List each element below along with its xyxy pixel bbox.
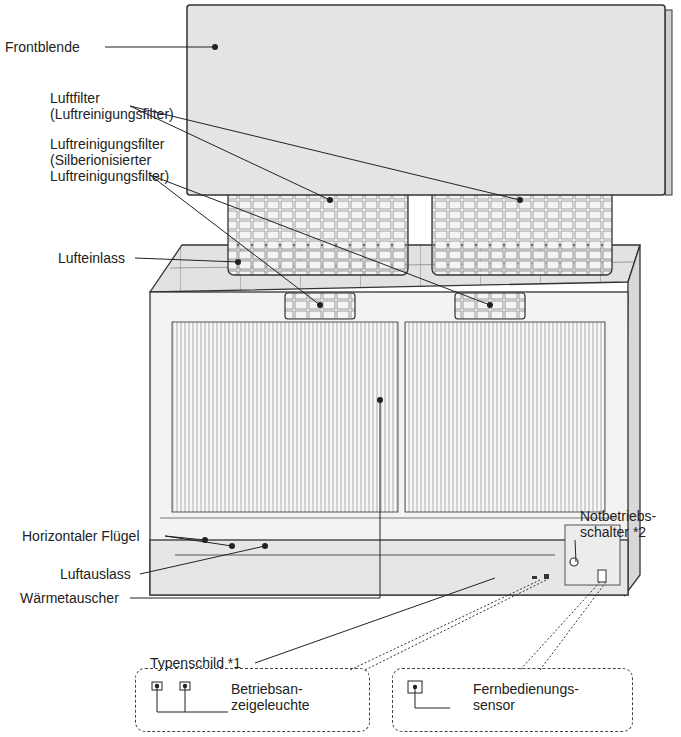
part-label: Horizontaler Flügel (22, 528, 167, 544)
part-label: Lufteinlass (58, 250, 148, 266)
detail-label: Betriebsan- zeigeleuchte (231, 681, 331, 713)
part-label: Luftreinigungsfilter (Silberionisierter … (50, 136, 190, 184)
part-label: Frontblende (5, 39, 105, 55)
detail-box: Betriebsan- zeigeleuchte (135, 668, 370, 732)
part-label: Notbetriebs- schalter *2 (580, 508, 675, 540)
part-label: Wärmetauscher (20, 590, 135, 606)
detail-label: Fernbedienungs- sensor (473, 681, 593, 713)
part-label: Luftauslass (60, 566, 150, 582)
part-label: Luftfilter (Luftreinigungsfilter) (50, 90, 190, 122)
detail-box: Fernbedienungs- sensor (392, 668, 633, 732)
